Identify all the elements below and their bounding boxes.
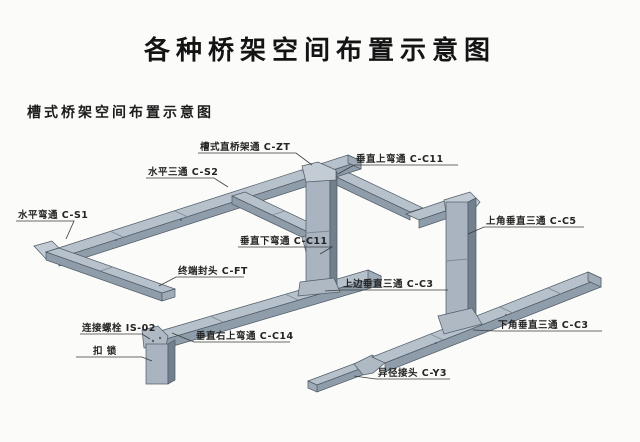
label-lock: 扣 锁 <box>93 345 117 357</box>
section-subtitle: 槽式桥架空间布置示意图 <box>27 105 214 121</box>
label-c-c5: 上角垂直三通 C-C5 <box>486 215 577 227</box>
tray-right-vertical <box>445 197 477 321</box>
page-title: 各种桥架空间布置示意图 <box>143 36 496 66</box>
label-is-02: 连接螺栓 IS-02 <box>82 322 156 334</box>
label-c-ft: 终端封头 C-FT <box>177 265 248 277</box>
part-labels: 槽式直桥架通 C-ZT 水平三通 C-S2 水平弯通 C-S1 垂直上弯通 C-… <box>18 141 589 379</box>
label-c-c14: 垂直右上弯通 C-C14 <box>196 330 294 342</box>
label-c-y3: 异径接头 C-Y3 <box>378 367 447 379</box>
label-c-s2: 水平三通 C-S2 <box>148 166 218 178</box>
label-c-s1: 水平弯通 C-S1 <box>18 209 88 221</box>
tray-left-branch <box>44 247 177 302</box>
label-c-c3-upper: 上边垂直三通 C-C3 <box>343 278 434 290</box>
leader-lines <box>16 152 602 380</box>
label-c-c3-lower: 下角垂直三通 C-C3 <box>498 319 589 331</box>
tray-center-vertical <box>297 161 341 297</box>
label-c-zt: 槽式直桥架通 C-ZT <box>200 141 290 153</box>
label-c-c11-down: 垂直下弯通 C-C11 <box>240 235 328 247</box>
tray-bottom <box>307 271 602 393</box>
label-c-c11-up: 垂直上弯通 C-C11 <box>356 153 444 165</box>
